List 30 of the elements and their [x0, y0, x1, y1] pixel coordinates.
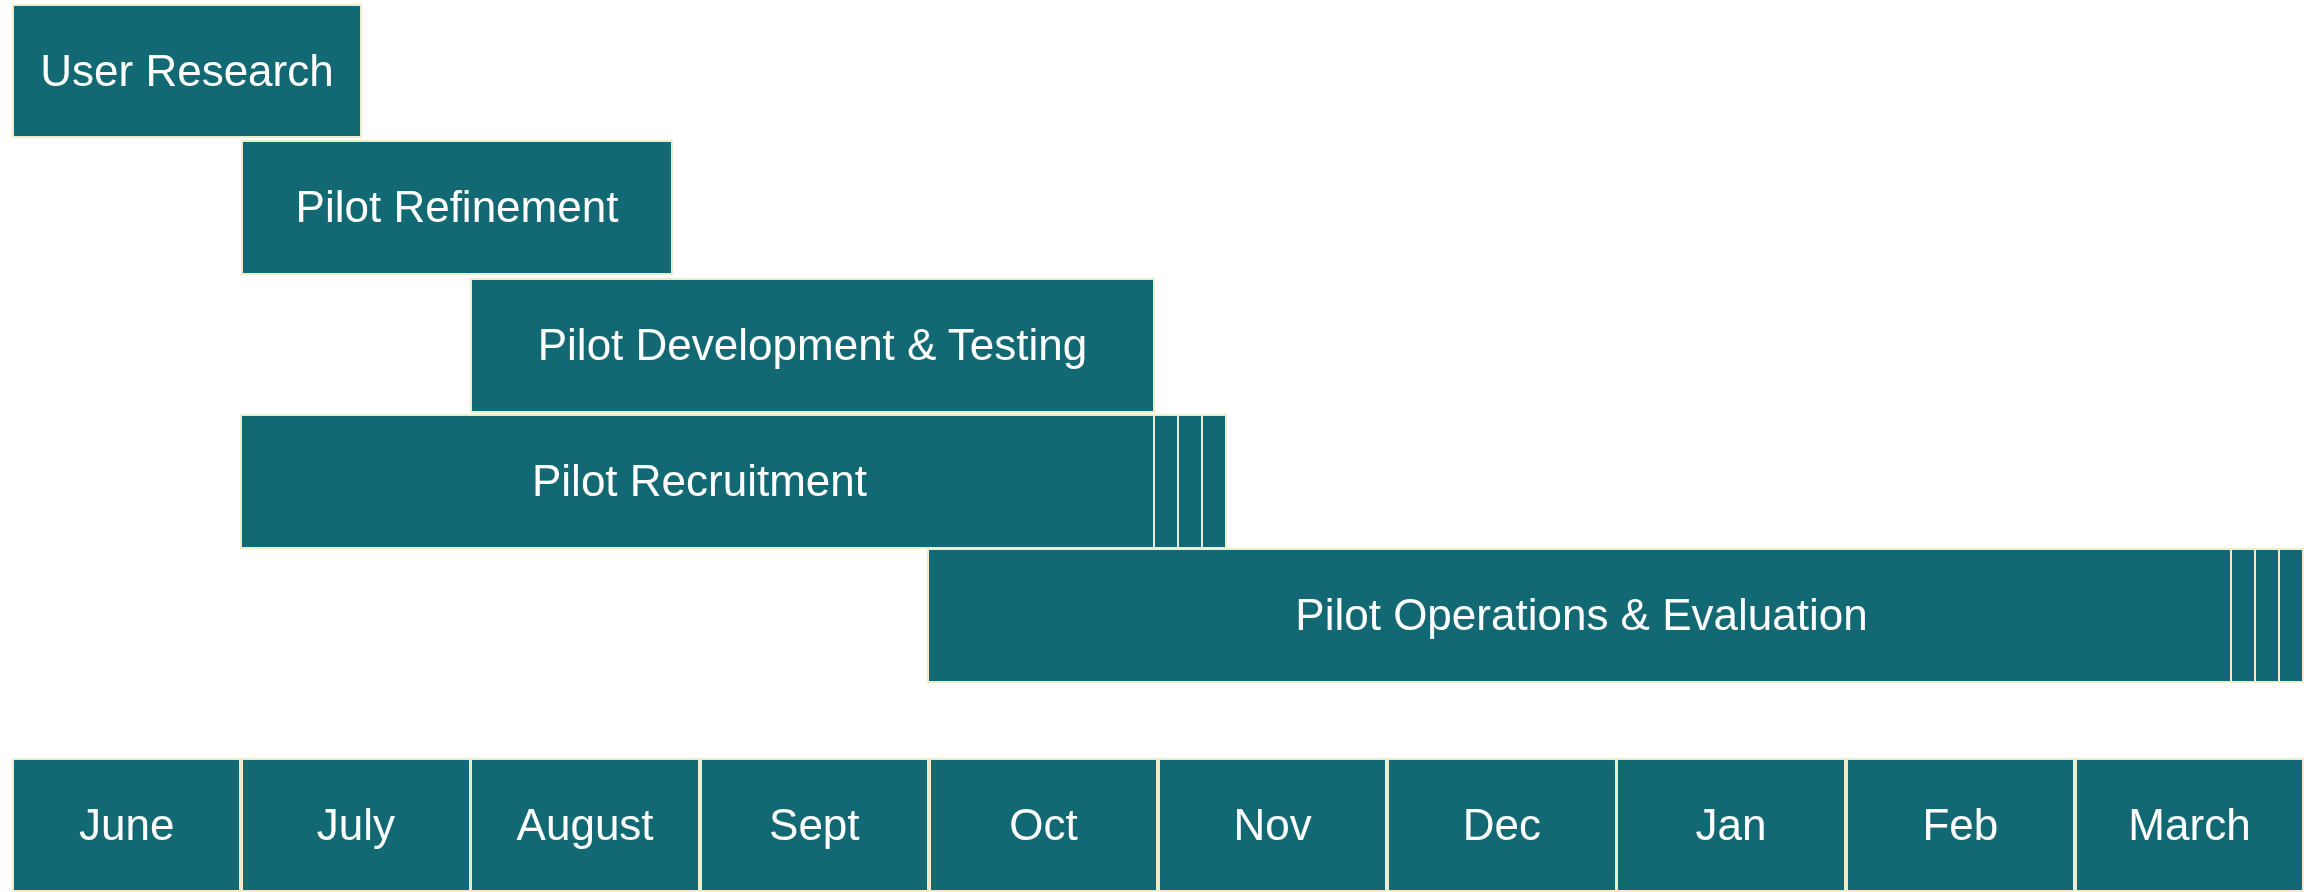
task-label: Pilot Operations & Evaluation [1294, 589, 1869, 642]
month-cell [1845, 758, 2075, 892]
month-cell [470, 758, 700, 892]
month-label: Oct [1008, 798, 1079, 851]
month-label: March [2127, 798, 2252, 851]
task-bar [240, 414, 1227, 549]
task-label: Pilot Recruitment [531, 455, 868, 508]
month-cell [12, 758, 242, 892]
task-label: Pilot Refinement [294, 181, 620, 234]
task-bar [470, 278, 1155, 413]
month-label: Jan [1694, 798, 1768, 851]
month-label: June [78, 798, 176, 851]
task-bar [927, 548, 2304, 683]
task-bar [12, 4, 362, 138]
month-label: August [515, 798, 655, 851]
month-label: Feb [1921, 798, 2000, 851]
month-cell [928, 758, 1159, 892]
month-cell [2074, 758, 2305, 892]
month-label: Nov [1232, 798, 1313, 851]
month-label: Dec [1461, 798, 1542, 851]
month-cell [241, 758, 471, 892]
month-cell [1387, 758, 1617, 892]
month-cell [1616, 758, 1846, 892]
month-cell [699, 758, 929, 892]
month-label: Sept [768, 798, 861, 851]
task-label: Pilot Development & Testing [536, 319, 1089, 372]
task-label: User Research [39, 44, 335, 97]
task-bar [241, 140, 673, 275]
month-label: July [315, 798, 396, 851]
month-cell [1158, 758, 1388, 892]
